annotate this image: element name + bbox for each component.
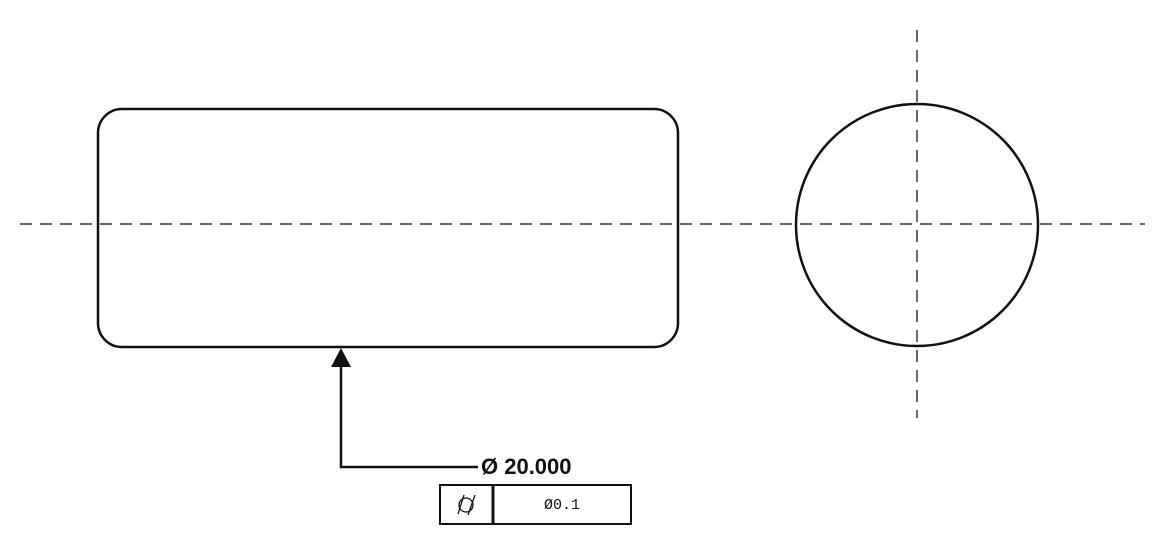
- fcf-border: [439, 484, 632, 525]
- cylinder-side-view: [96, 107, 680, 349]
- leader-arrowhead: [331, 348, 351, 367]
- cylindricity-icon: [457, 494, 476, 516]
- feature-control-frame: Ø0.1: [439, 484, 632, 525]
- cylinder-end-view: [794, 102, 1040, 348]
- diameter-dimension-label: Ø 20.000: [481, 454, 572, 479]
- fcf-tolerance-value: Ø0.1: [544, 497, 580, 514]
- leader-line: [339, 362, 478, 469]
